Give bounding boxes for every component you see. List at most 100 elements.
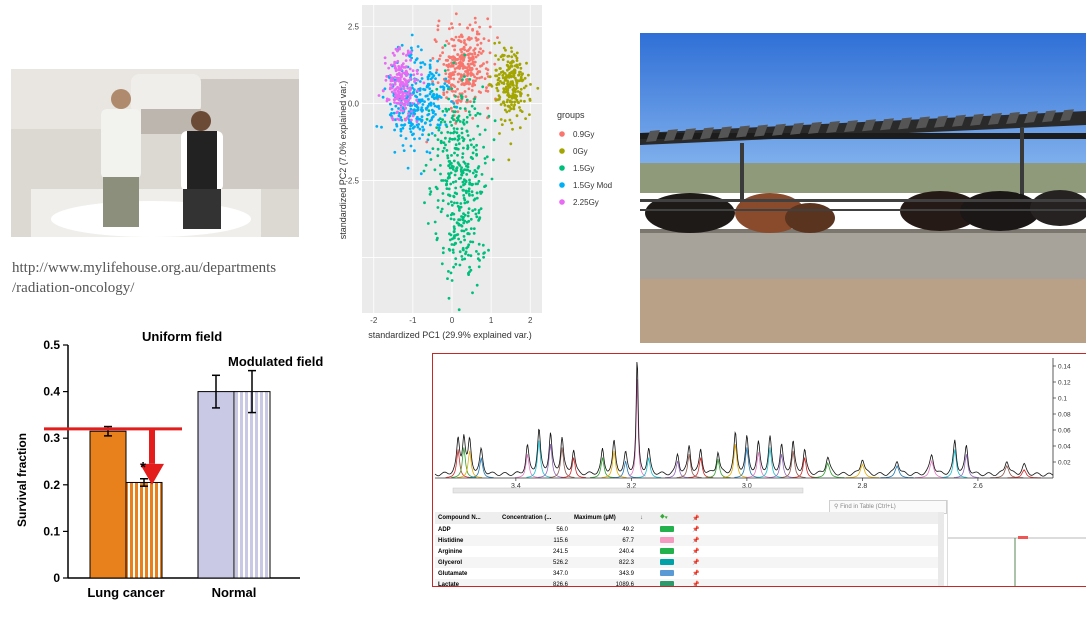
table-scrollbar[interactable] — [938, 512, 944, 586]
pca-point — [508, 99, 512, 103]
pca-point — [393, 128, 396, 132]
pca-point — [429, 77, 433, 81]
pca-point — [452, 77, 456, 81]
pca-point — [397, 91, 401, 95]
pin-icon[interactable]: 📌 — [692, 571, 700, 577]
pca-point — [404, 106, 408, 110]
pca-point — [441, 118, 444, 121]
pca-point — [443, 120, 447, 124]
compound-name-cell: Glutamate — [438, 570, 468, 577]
sort-icon[interactable]: ↓ — [640, 515, 643, 521]
pin-icon[interactable]: 📌 — [692, 560, 700, 566]
pca-point — [526, 93, 530, 97]
pin-icon[interactable]: 📌 — [692, 538, 700, 544]
pca-point — [429, 101, 433, 105]
pca-point — [514, 96, 517, 99]
shade-slat — [988, 112, 1002, 125]
pca-point — [434, 185, 438, 189]
pca-point — [441, 179, 445, 182]
color-swatch[interactable] — [660, 558, 674, 565]
row-filler — [707, 535, 943, 546]
pca-point — [439, 85, 443, 89]
pca-point — [475, 30, 479, 34]
color-cell[interactable] — [657, 568, 689, 579]
pca-point — [493, 62, 497, 66]
pca-point — [436, 236, 439, 240]
pin-icon[interactable]: 📌 — [692, 582, 700, 586]
pca-point — [391, 118, 395, 122]
pca-point — [440, 131, 443, 135]
pin-icon[interactable]: 📌 — [692, 527, 700, 533]
pca-point — [429, 123, 432, 127]
pca-point — [409, 121, 412, 125]
pca-point — [462, 82, 465, 86]
pca-point — [459, 240, 463, 244]
pca-point — [446, 154, 449, 158]
pca-point — [445, 149, 449, 152]
spectrum-scrollbar[interactable] — [452, 487, 804, 494]
pca-point — [469, 182, 473, 186]
color-swatch[interactable] — [660, 536, 674, 543]
pca-point — [460, 127, 464, 130]
pca-point — [519, 87, 523, 91]
col-compound-name[interactable]: Compound N... — [438, 515, 481, 521]
pca-point — [396, 59, 400, 63]
col-maximum[interactable]: Maximum (µM) — [574, 515, 616, 521]
pca-point — [441, 46, 445, 49]
color-cell[interactable] — [657, 546, 689, 557]
pca-point — [431, 147, 435, 151]
pca-point — [461, 246, 465, 250]
pca-point — [445, 187, 449, 191]
pca-point — [459, 48, 462, 51]
color-swatch[interactable] — [660, 569, 674, 576]
maximum-cell: 1089.6 — [615, 581, 634, 587]
pca-point — [439, 164, 442, 167]
pca-point — [423, 201, 426, 205]
pca-point — [436, 123, 440, 127]
pca-point — [488, 75, 492, 79]
survival-bar — [197, 391, 235, 579]
pca-point — [511, 92, 515, 96]
pca-point — [494, 69, 498, 72]
color-swatch[interactable] — [660, 580, 674, 586]
pca-point — [527, 73, 530, 77]
pca-point — [449, 166, 453, 170]
pca-point — [415, 69, 419, 73]
color-swatch[interactable] — [660, 547, 674, 554]
pca-point — [394, 47, 398, 51]
color-cell[interactable] — [657, 579, 689, 586]
pca-point — [407, 79, 411, 82]
pca-point — [494, 54, 497, 57]
color-cell[interactable] — [657, 557, 689, 568]
pca-point — [438, 57, 441, 61]
survival-ytick-label: 0.5 — [43, 338, 60, 352]
pca-point — [475, 250, 478, 253]
pca-point — [433, 97, 436, 100]
pca-point — [459, 168, 463, 172]
col-concentration[interactable]: Concentration (... — [502, 515, 552, 521]
color-cell[interactable] — [657, 535, 689, 546]
mini-spectrum-panel — [947, 500, 1086, 586]
pca-point — [512, 86, 516, 90]
pca-point — [529, 83, 532, 86]
pca-point — [475, 283, 479, 287]
pin-icon[interactable]: 📌 — [692, 549, 700, 555]
pca-point — [394, 118, 397, 122]
color-filter-icon[interactable]: ⯁▾ — [660, 514, 668, 521]
pin-header-icon[interactable]: 📌 — [692, 515, 700, 522]
color-cell[interactable] — [657, 524, 689, 535]
pca-point — [402, 149, 406, 153]
pca-point — [409, 77, 412, 80]
pca-point — [465, 200, 469, 204]
nmr-fit-curve — [745, 452, 771, 478]
pca-point — [451, 114, 455, 118]
pca-point — [403, 71, 406, 75]
pca-point — [536, 86, 540, 90]
color-swatch[interactable] — [660, 525, 674, 532]
